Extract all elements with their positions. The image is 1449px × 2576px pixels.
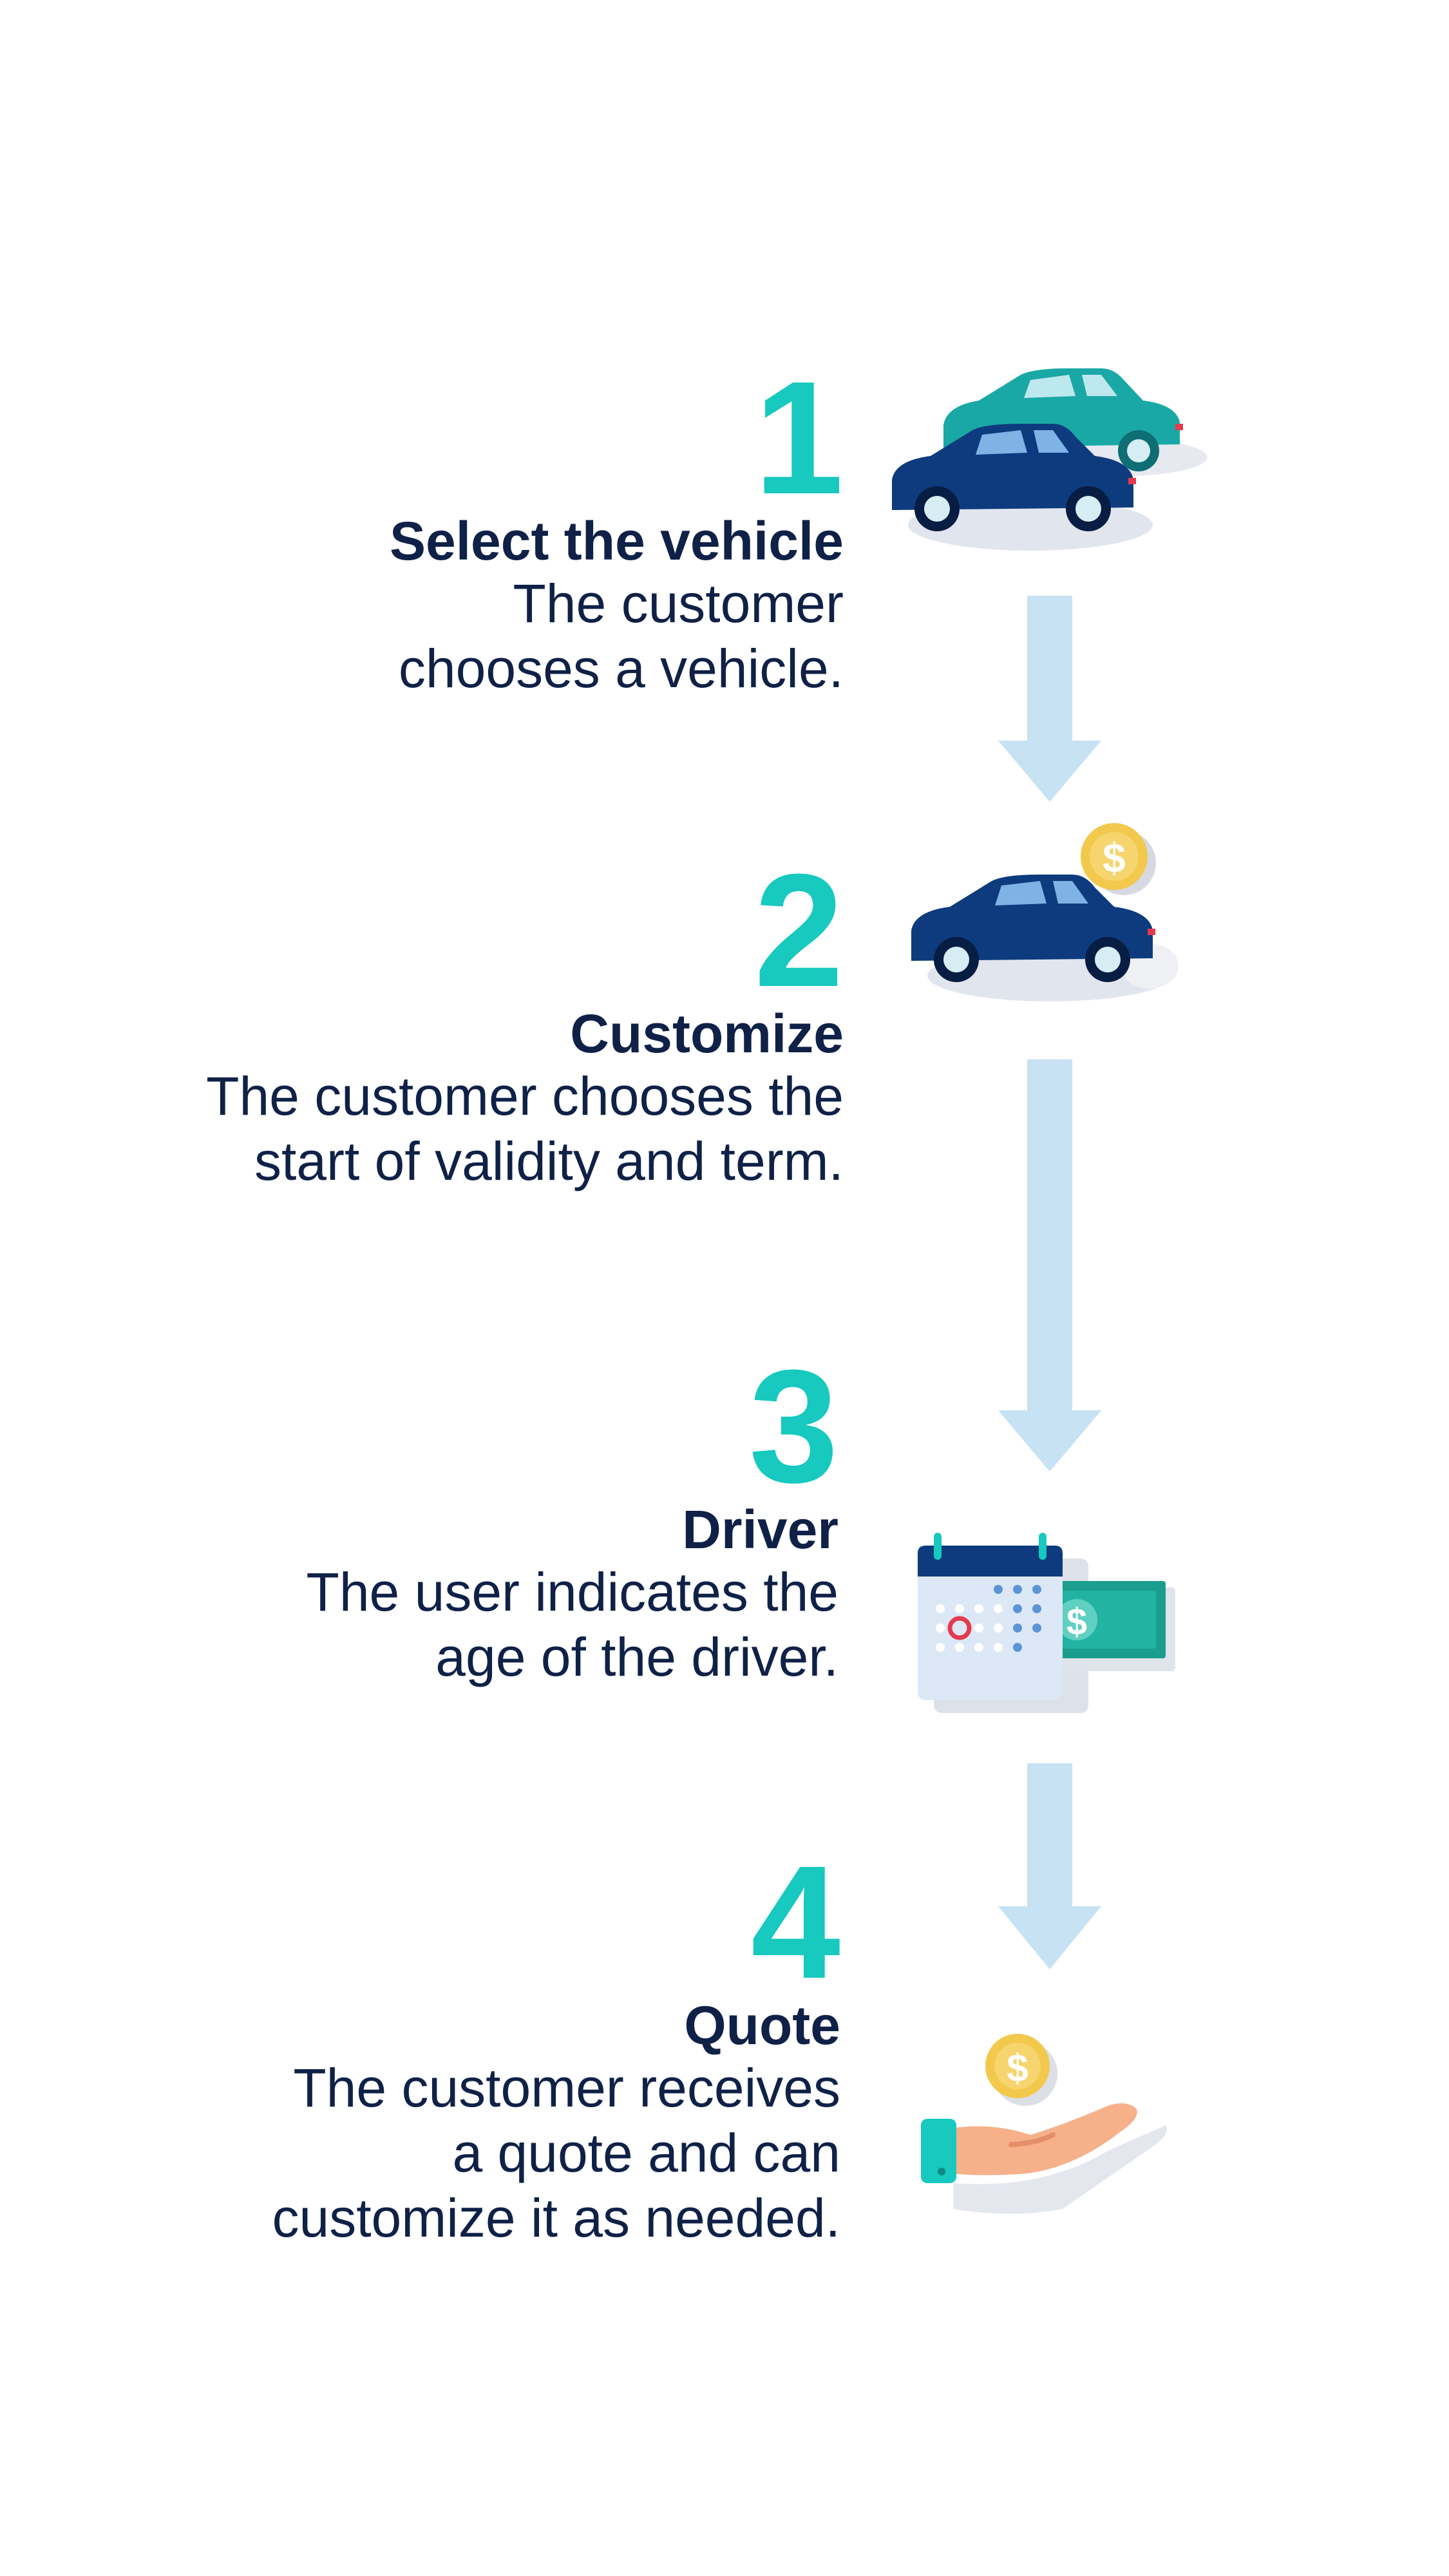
down-arrow-3 (998, 1763, 1101, 1969)
step-4: 4 Quote The customer receives a quote an… (272, 1842, 841, 2250)
step-2: 2 Customize The customer chooses the sta… (206, 850, 844, 1194)
step-description-line: The user indicates the (306, 1562, 838, 1623)
step-description-line: chooses a vehicle. (398, 638, 844, 699)
step-title: Driver (682, 1499, 838, 1560)
step-description-line: The customer receives (293, 2058, 840, 2119)
car-with-coin-icon: $ (911, 823, 1179, 1001)
two-cars-icon (892, 368, 1208, 551)
svg-text:$: $ (1066, 1601, 1087, 1643)
svg-text:$: $ (1103, 835, 1126, 881)
step-number: 4 (750, 1832, 840, 2012)
step-description: The customer chooses a vehicle. (390, 571, 844, 701)
step-number: 3 (748, 1336, 838, 1516)
step-3: 3 Driver The user indicates the age of t… (307, 1346, 838, 1690)
svg-text:$: $ (1007, 2047, 1028, 2090)
step-description-line: The customer chooses the (206, 1066, 844, 1127)
step-description-line: customize it as needed. (272, 2187, 841, 2248)
down-arrow-2 (998, 1059, 1101, 1472)
step-number: 2 (753, 840, 844, 1020)
step-description: The user indicates the age of the driver… (307, 1560, 838, 1690)
step-number: 1 (753, 348, 844, 527)
step-description-line: The customer (513, 573, 844, 634)
step-description: The customer chooses the start of validi… (206, 1064, 844, 1194)
down-arrow-1 (998, 596, 1101, 802)
step-title: Select the vehicle (389, 511, 844, 571)
calendar-with-money-icon: $ (918, 1533, 1175, 1713)
hand-with-coin-icon: $ (921, 2034, 1167, 2214)
step-title: Customize (570, 1003, 844, 1064)
step-1: 1 Select the vehicle The customer choose… (390, 357, 844, 701)
step-description-line: age of the driver. (435, 1626, 838, 1687)
step-description: The customer receives a quote and can cu… (272, 2056, 841, 2250)
step-description-line: a quote and can (452, 2122, 840, 2183)
step-title: Quote (684, 1995, 840, 2056)
step-description-line: start of validity and term. (254, 1130, 844, 1191)
